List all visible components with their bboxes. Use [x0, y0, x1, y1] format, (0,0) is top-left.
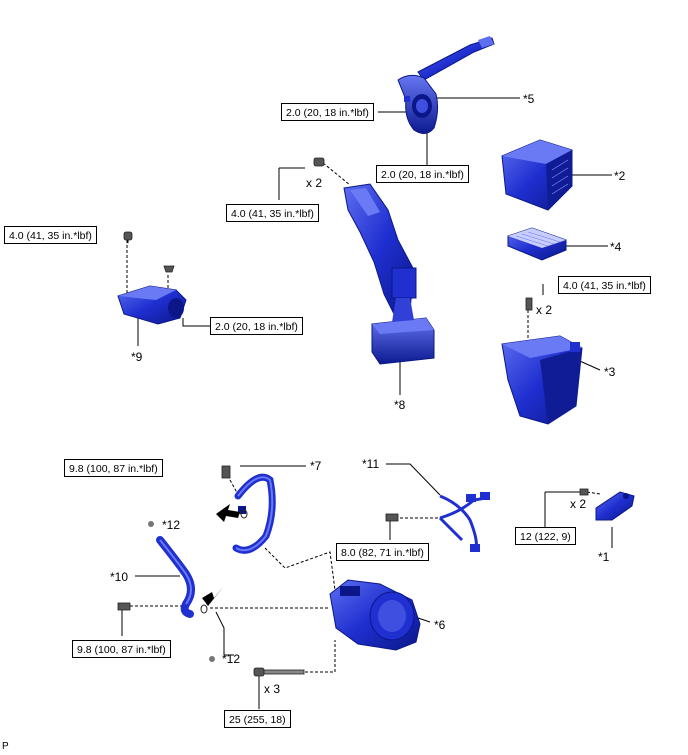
part-9-duct	[117, 285, 187, 325]
quantity-1: x 2	[570, 497, 587, 511]
part-7-hose	[232, 473, 276, 554]
callout-11: *11	[362, 457, 380, 471]
o-ring-dots	[148, 509, 248, 662]
callout-10: *10	[110, 570, 129, 584]
part-11-harness	[438, 492, 490, 552]
callout-6: *6	[434, 618, 446, 632]
page-marker: P	[2, 741, 9, 752]
part-10-hose	[156, 536, 195, 618]
torque-box-1: 12 (122, 9)	[515, 527, 576, 545]
torque-box-6: 25 (255, 18)	[224, 710, 291, 728]
callout-2: *2	[614, 169, 626, 183]
bolts	[117, 157, 589, 677]
callout-5: *5	[523, 92, 535, 106]
quantity-3: x 2	[536, 303, 553, 317]
callout-7: *7	[310, 459, 322, 473]
torque-box-9a: 4.0 (41, 35 in.*lbf)	[4, 226, 97, 244]
part-2-cleaner-cap	[501, 139, 573, 211]
callout-9: *9	[131, 350, 143, 364]
callout-1: *1	[598, 550, 610, 564]
callout-12-upper: *12	[162, 518, 181, 532]
part-8-intake-hose	[343, 183, 435, 365]
callout-8: *8	[394, 398, 406, 412]
direction-arrows	[202, 504, 240, 606]
torque-box-7: 9.8 (100, 87 in.*lbf)	[64, 459, 163, 477]
callout-4: *4	[610, 240, 622, 254]
torque-box-11: 8.0 (82, 71 in.*lbf)	[336, 543, 429, 561]
torque-box-5a: 2.0 (20, 18 in.*lbf)	[281, 103, 374, 121]
torque-box-3: 4.0 (41, 35 in.*lbf)	[558, 276, 651, 294]
torque-box-10: 9.8 (100, 87 in.*lbf)	[72, 640, 171, 658]
part-4-filter	[507, 227, 567, 261]
torque-box-8: 4.0 (41, 35 in.*lbf)	[226, 204, 319, 222]
callout-3: *3	[604, 365, 616, 379]
quantity-6: x 3	[264, 682, 281, 696]
part-1-bracket	[595, 491, 635, 521]
part-5-air-inlet	[397, 36, 495, 134]
part-3-cleaner-case	[501, 335, 583, 425]
torque-box-5b: 2.0 (20, 18 in.*lbf)	[376, 165, 469, 183]
torque-box-9b: 2.0 (20, 18 in.*lbf)	[210, 317, 303, 335]
callout-12-lower: *12	[222, 652, 241, 666]
quantity-8: x 2	[306, 176, 323, 190]
part-6-compressor	[329, 579, 421, 651]
